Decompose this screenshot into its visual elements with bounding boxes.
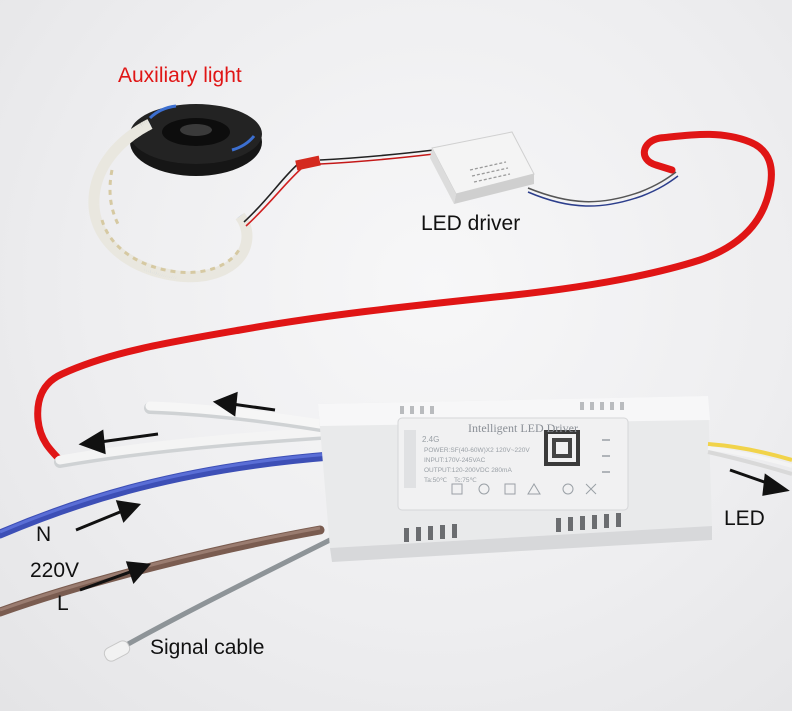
led-label: LED: [724, 507, 765, 530]
unit-icons: [451, 483, 597, 495]
arrow-led-out: [729, 468, 771, 486]
led-driver-label: LED driver: [421, 212, 521, 235]
unit-tc: Tc:75℃: [454, 477, 478, 484]
red-annotation-route: [34, 130, 775, 466]
vent-slots-top: [400, 402, 624, 414]
white-output-wires: [54, 401, 326, 468]
arrow-return-left: [231, 402, 276, 412]
led-strip-reel: [130, 104, 262, 176]
arrow-l-in: [79, 570, 131, 592]
unit-input: INPUT:170V-245VAC: [424, 457, 486, 464]
unit-power: POWER:SF(40-60W)X2 120V~220V: [424, 447, 530, 454]
arrow-out-left: [99, 432, 159, 444]
unit-title: Intelligent LED Driver: [468, 421, 578, 435]
l-label: L: [57, 592, 69, 615]
small-driver-wires: [243, 149, 679, 227]
unit-output: OUTPUT:120-200VDC 280mA: [424, 467, 512, 474]
unit-band: 2.4G: [422, 435, 439, 444]
intelligent-led-driver: Intelligent LED Driver 2.4G POWER:SF(40-…: [318, 396, 712, 562]
voltage-label: 220V: [30, 559, 80, 582]
arrow-n-in: [75, 510, 121, 532]
vent-slots-bottom: [404, 513, 621, 542]
signal-cable: [103, 537, 333, 662]
auxiliary-light-label: Auxiliary light: [118, 64, 242, 87]
arrows: [75, 391, 790, 592]
led-strip-tape: [88, 119, 253, 283]
small-led-driver: [430, 131, 535, 204]
led-output-wires: [707, 442, 792, 476]
signal-cable-label: Signal cable: [150, 636, 265, 659]
mains-wires: [0, 451, 335, 617]
n-label: N: [36, 523, 52, 546]
unit-ta: Ta:50℃: [424, 477, 448, 484]
